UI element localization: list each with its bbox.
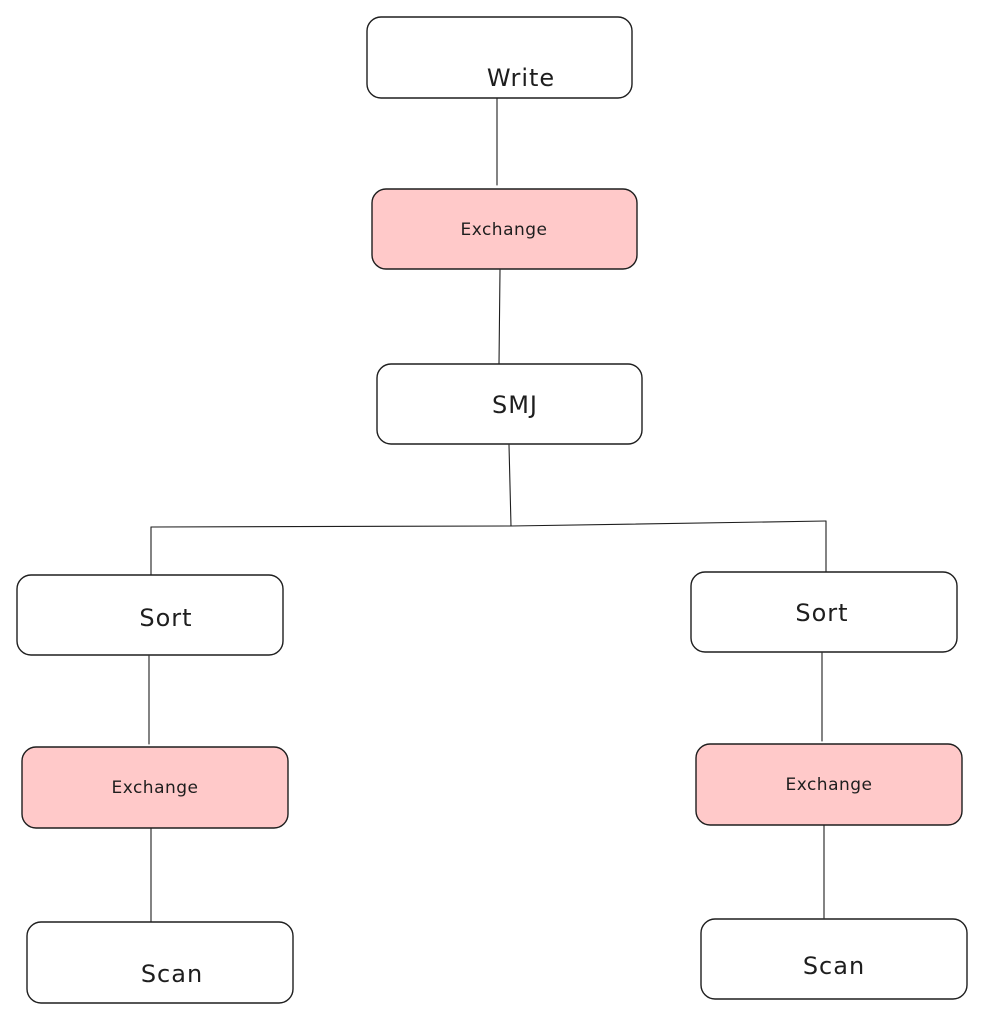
node-exchange-right-label: Exchange <box>785 775 872 795</box>
edge-branch-horizontal <box>150 520 827 528</box>
node-write-label: Write <box>487 64 555 92</box>
node-scan-right[interactable]: Scan <box>700 918 968 1000</box>
node-sort-left-label: Sort <box>139 604 192 632</box>
node-exchange-left[interactable]: Exchange <box>21 746 289 829</box>
node-scan-left-label: Scan <box>141 960 203 988</box>
node-smj[interactable]: SMJ <box>376 363 643 445</box>
node-scan-right-label: Scan <box>803 952 865 980</box>
edge-exchange-smj <box>498 269 501 365</box>
node-exchange-top[interactable]: Exchange <box>371 188 638 270</box>
edge-smj-junction <box>508 444 512 527</box>
node-exchange-top-label: Exchange <box>460 220 547 240</box>
node-sort-left[interactable]: Sort <box>16 574 284 656</box>
node-exchange-left-label: Exchange <box>111 778 198 798</box>
node-write[interactable]: Write <box>366 16 633 99</box>
node-scan-left[interactable]: Scan <box>26 921 294 1004</box>
node-sort-right-label: Sort <box>795 599 848 627</box>
node-sort-right[interactable]: Sort <box>690 571 958 653</box>
edges <box>148 97 827 923</box>
node-smj-label: SMJ <box>492 391 538 419</box>
node-exchange-right[interactable]: Exchange <box>695 743 963 826</box>
